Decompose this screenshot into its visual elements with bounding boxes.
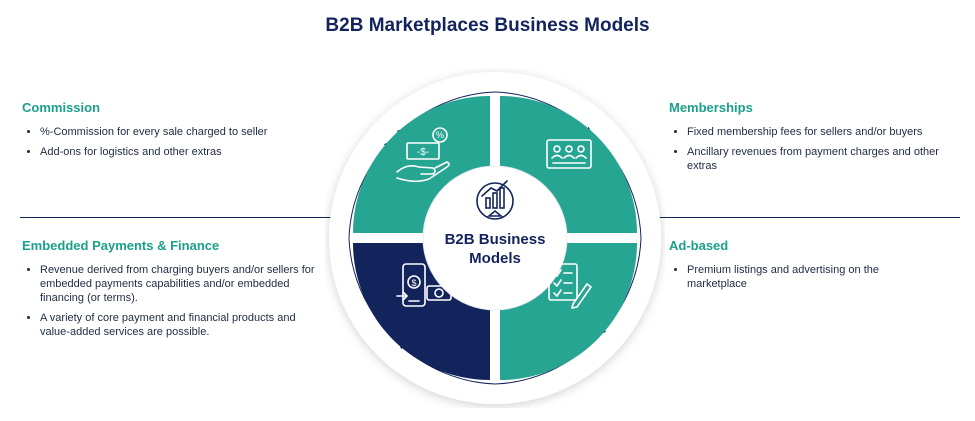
list-item: Premium listings and advertising on the … xyxy=(687,263,929,291)
divider-left xyxy=(20,217,340,218)
center-circle xyxy=(422,165,568,311)
mobile-payment-icon: $ xyxy=(396,263,452,307)
embedded-panel: Embedded Payments & Finance Revenue deri… xyxy=(22,238,322,345)
adbased-heading: Ad-based xyxy=(669,238,729,253)
list-item: A variety of core payment and financial … xyxy=(40,311,322,339)
adbased-panel: Ad-based Premium listings and advertisin… xyxy=(669,238,929,297)
svg-text:-$-: -$- xyxy=(417,147,429,158)
list-item: Revenue derived from charging buyers and… xyxy=(40,263,322,305)
commission-list: %-Commission for every sale charged to s… xyxy=(22,125,312,159)
list-item: Fixed membership fees for sellers and/or… xyxy=(687,125,954,139)
svg-text:$: $ xyxy=(411,278,416,288)
svg-text:%: % xyxy=(436,130,444,140)
page-title: B2B Marketplaces Business Models xyxy=(325,15,650,36)
membership-card-icon xyxy=(546,139,592,169)
checklist-icon xyxy=(548,263,592,309)
divider-right xyxy=(650,217,960,218)
list-item: Add-ons for logistics and other extras xyxy=(40,145,312,159)
commission-heading: Commission xyxy=(22,100,101,115)
center-label-line2: Models xyxy=(469,250,521,267)
memberships-heading: Memberships xyxy=(669,100,753,115)
commission-panel: Commission %-Commission for every sale c… xyxy=(22,100,312,165)
hand-money-percent-icon: -$- % xyxy=(396,127,450,183)
list-item: %-Commission for every sale charged to s… xyxy=(40,125,312,139)
memberships-panel: Memberships Fixed membership fees for se… xyxy=(669,100,954,179)
business-model-wheel: -$- % $ xyxy=(329,72,661,404)
embedded-heading: Embedded Payments & Finance xyxy=(22,238,220,253)
embedded-list: Revenue derived from charging buyers and… xyxy=(22,263,322,339)
adbased-list: Premium listings and advertising on the … xyxy=(669,263,929,291)
list-item: Ancillary revenues from payment charges … xyxy=(687,145,954,173)
memberships-list: Fixed membership fees for sellers and/or… xyxy=(669,125,954,173)
center-label: B2B Business Models xyxy=(420,230,570,268)
business-growth-icon xyxy=(476,180,514,220)
center-label-line1: B2B Business xyxy=(444,231,546,248)
